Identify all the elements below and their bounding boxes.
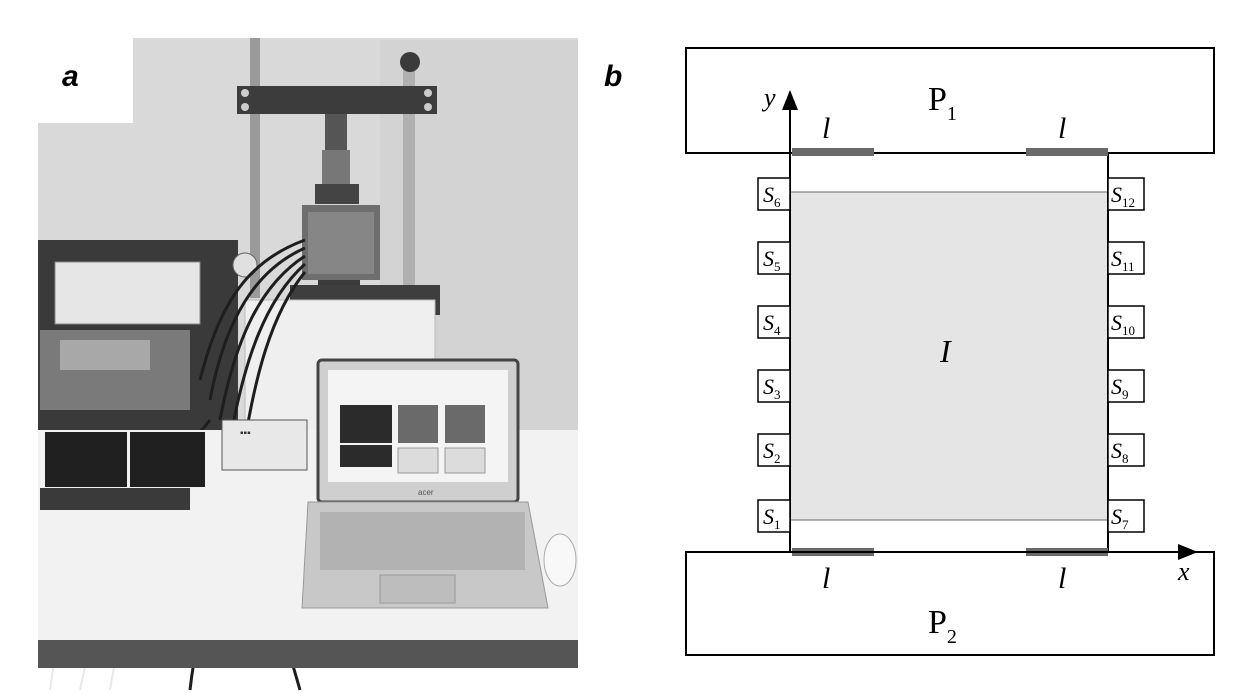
contact-label-bottom-right: l — [1058, 562, 1066, 595]
svg-text:S2: S2 — [763, 438, 781, 466]
contact-label-bottom-left: l — [822, 562, 830, 595]
laptop-touchpad — [379, 574, 456, 604]
svg-text:S6: S6 — [763, 182, 781, 210]
screen-signal-plot — [340, 405, 392, 443]
signal-unit-box — [54, 261, 201, 325]
sensor-right-4: S8 — [1107, 433, 1145, 467]
schematic-panel: P1 P2 I l l l l y x S6 S5 — [640, 0, 1244, 695]
sample-label: I — [939, 333, 952, 369]
load-cell — [325, 114, 347, 154]
sensor-right-0: S12 — [1107, 177, 1145, 211]
sensor-left-5: S1 — [757, 499, 791, 533]
contact-strip-top-left — [792, 148, 874, 156]
svg-text:S8: S8 — [1111, 438, 1129, 466]
svg-text:S10: S10 — [1111, 310, 1135, 338]
x-axis-label: x — [1177, 557, 1190, 586]
lab-setup-photo: ▪▪▪ acer — [0, 0, 620, 695]
sensor-right-3: S9 — [1107, 369, 1145, 403]
contact-label-top-right: l — [1058, 112, 1066, 145]
top-plate — [685, 47, 1215, 154]
svg-text:S9: S9 — [1111, 374, 1129, 402]
sensor-right-5: S7 — [1107, 499, 1145, 533]
svg-text:S7: S7 — [1111, 504, 1129, 532]
laptop-brand-label: acer — [418, 488, 434, 497]
svg-text:S4: S4 — [763, 310, 781, 338]
svg-text:S12: S12 — [1111, 182, 1135, 210]
panel-label-a: a — [62, 60, 79, 93]
photo-panel: ▪▪▪ acer a — [0, 0, 620, 695]
y-axis-label: y — [761, 83, 776, 112]
mouse — [543, 533, 577, 587]
sample-body — [791, 192, 1107, 520]
contact-strip-top-right — [1026, 148, 1108, 156]
top-plate-label: P1 — [928, 81, 957, 125]
contact-label-top-left: l — [822, 112, 830, 145]
sensor-left-0: S6 — [757, 177, 791, 211]
machine-column-left — [250, 38, 260, 298]
sensor-right-2: S10 — [1107, 305, 1145, 339]
dial-gauge — [232, 252, 258, 278]
svg-text:S3: S3 — [763, 374, 781, 402]
laptop-keyboard — [320, 512, 525, 570]
svg-text:S1: S1 — [763, 504, 781, 532]
sensor-left-3: S3 — [757, 369, 791, 403]
panel-label-b: b — [604, 60, 623, 93]
sensor-left-4: S2 — [757, 433, 791, 467]
sensor-left-1: S5 — [757, 241, 791, 275]
svg-text:S11: S11 — [1111, 246, 1135, 274]
machine-column-right — [403, 60, 415, 300]
schematic-diagram: P1 P2 I l l l l y x S6 S5 — [685, 47, 1215, 656]
bottom-plate — [685, 551, 1215, 656]
sensor-left-2: S4 — [757, 305, 791, 339]
amplifier-box-2 — [130, 432, 205, 487]
svg-text:▪▪▪: ▪▪▪ — [240, 428, 251, 439]
svg-text:S5: S5 — [763, 246, 781, 274]
column-cap — [400, 52, 420, 72]
crossbeam — [237, 86, 437, 114]
daq-module — [221, 419, 308, 471]
amplifier-box-1 — [45, 432, 127, 487]
bottom-plate-label: P2 — [928, 604, 957, 648]
sensor-right-1: S11 — [1107, 241, 1145, 275]
